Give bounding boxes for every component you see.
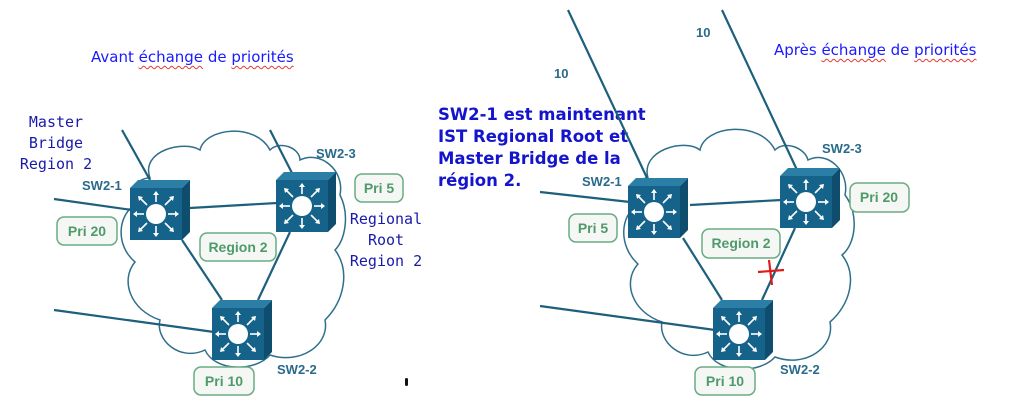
edge-link-sw2-2: [539, 304, 716, 332]
switch-sw2-2-icon[interactable]: [712, 299, 774, 361]
switch-sw2-1-icon[interactable]: [627, 177, 689, 239]
link-sw2-1-sw2-3: [189, 201, 278, 210]
region-cloud: [120, 130, 347, 368]
switch-name-sw2-1: SW2-1: [82, 178, 122, 193]
title-word-misspelled: priorités: [231, 48, 294, 66]
priority-text: Pri 5: [578, 220, 609, 236]
region-text: Region 2: [711, 235, 770, 251]
left-title: Avant échange de priorités: [91, 48, 294, 66]
stray-mark: [405, 378, 408, 386]
right-title: Après échange de priorités: [774, 41, 976, 59]
title-word: Après: [774, 41, 822, 59]
edge-link-sw2-1: [53, 197, 133, 212]
link-cost-label: 10: [696, 25, 710, 40]
region-pill: Region 2: [701, 228, 781, 259]
priority-text: Pri 10: [205, 373, 243, 389]
title-word: Avant: [91, 48, 139, 66]
switch-sw2-2-icon[interactable]: [211, 299, 273, 361]
blocked-port-x-icon: [757, 259, 785, 286]
uplink-sw2-1: [567, 9, 649, 181]
priority-text: Pri 10: [706, 373, 744, 389]
link-sw2-3-sw2-2: [257, 231, 291, 301]
link-cost-label: 10: [554, 66, 568, 81]
priority-text: Pri 20: [860, 189, 898, 205]
priority-pill-sw2-2: Pri 10: [193, 366, 255, 396]
switch-sw2-3-icon[interactable]: [779, 167, 841, 229]
master-bridge-note: Master Bridge Region 2: [19, 113, 93, 173]
switch-name-sw2-3: SW2-3: [316, 146, 356, 161]
title-word-misspelled: échange: [138, 48, 204, 66]
title-word-misspelled: échange: [821, 41, 886, 59]
right-diagram: 10 10 SW2-1 SW2-3 SW2-2 Pri 5 Pri 20 Reg…: [539, 9, 910, 396]
priority-pill-sw2-2: Pri 10: [694, 366, 756, 396]
switch-name-sw2-2: SW2-2: [780, 362, 820, 377]
title-word: de: [203, 48, 232, 66]
switch-name-sw2-1: SW2-1: [582, 174, 622, 189]
region-cloud: [623, 128, 855, 370]
uplink-sw2-3: [269, 129, 294, 176]
switch-name-sw2-2: SW2-2: [277, 362, 317, 377]
left-diagram: SW2-1 SW2-3 SW2-2 Pri 20 Pri 5 Region 2 …: [53, 129, 404, 396]
edge-link-sw2-2: [53, 308, 215, 334]
priority-pill-sw2-3: Pri 5: [354, 173, 404, 203]
title-word: de: [885, 41, 915, 59]
link-sw2-3-sw2-2-blocked: [761, 227, 796, 301]
edge-link-sw2-1: [539, 190, 631, 204]
link-sw2-1-sw2-2: [181, 239, 223, 301]
region-text: Region 2: [208, 239, 267, 255]
switch-sw2-3-icon[interactable]: [275, 171, 337, 233]
priority-text: Pri 20: [68, 223, 106, 239]
link-sw2-1-sw2-3: [689, 198, 782, 207]
link-sw2-1-sw2-2: [682, 237, 723, 301]
title-word-misspelled: priorités: [914, 41, 977, 59]
switch-name-sw2-3: SW2-3: [822, 141, 862, 156]
priority-pill-sw2-1: Pri 20: [56, 216, 118, 246]
regional-root-note: Regional Root Region 2: [349, 210, 423, 270]
uplink-sw2-1: [121, 129, 151, 181]
uplink-sw2-3: [721, 9, 798, 171]
switch-sw2-1-icon[interactable]: [129, 179, 191, 241]
priority-pill-sw2-3: Pri 20: [849, 182, 910, 213]
region-pill: Region 2: [199, 232, 277, 262]
priority-text: Pri 5: [364, 180, 395, 196]
priority-pill-sw2-1: Pri 5: [568, 213, 618, 243]
